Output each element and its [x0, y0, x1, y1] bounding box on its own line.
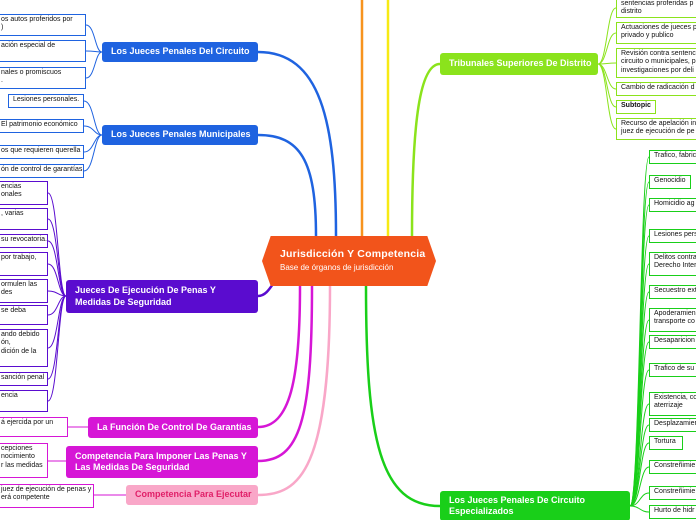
imponer-subtopic[interactable]: cepciones nocimiento r las medidas: [0, 443, 48, 478]
ejecucion-subtopic[interactable]: encia: [0, 390, 48, 412]
especializados-subtopic[interactable]: Desplazamien: [649, 418, 696, 432]
branch-municipales-label: Los Jueces Penales Municipales: [111, 129, 251, 140]
municipales-subtopic[interactable]: ón de control de garantías: [0, 164, 84, 178]
especializados-subtopic[interactable]: Genocidio: [649, 175, 691, 189]
circuito-subtopic[interactable]: ación especial de: [0, 40, 86, 62]
branch-imponer-label: Competencia Para Imponer Las Penas Y Las…: [75, 450, 247, 472]
especializados-subtopic[interactable]: Desaparicion: [649, 335, 696, 349]
branch-ejecucion-label: Jueces De Ejecución De Penas Y Medidas D…: [75, 285, 216, 307]
ejecucion-subtopic[interactable]: ando debido ón, dición de la: [0, 329, 48, 367]
tribunales-subtopic[interactable]: Recurso de apelación in juez de ejecució…: [616, 118, 696, 140]
branch-especializados-label: Los Jueces Penales De Circuito Especiali…: [449, 494, 586, 516]
tribunales-subtopic[interactable]: Subtopic: [616, 100, 656, 114]
branch-municipales-link: [256, 133, 318, 238]
branch-imponer[interactable]: Competencia Para Imponer Las Penas Y Las…: [66, 446, 258, 478]
branch-control-link: [256, 284, 302, 429]
circuito-subtopic[interactable]: os autos proferidos por ): [0, 14, 86, 36]
ejecucion-subtopic[interactable]: su revocatoria.: [0, 234, 48, 248]
leaf-link: [597, 7, 617, 65]
especializados-subtopic[interactable]: Constreñimie: [649, 486, 696, 500]
municipales-subtopic[interactable]: El patrimonio económico: [0, 119, 84, 133]
tribunales-subtopic[interactable]: Revisión contra sentenc circuito o munic…: [616, 48, 696, 78]
branch-municipales[interactable]: Los Jueces Penales Municipales: [102, 125, 258, 145]
especializados-subtopic[interactable]: Hurto de hidr: [649, 505, 696, 519]
ejecucion-subtopic[interactable]: por trabajo,: [0, 252, 48, 276]
especializados-subtopic[interactable]: Secuestro ext: [649, 285, 696, 299]
especializados-subtopic[interactable]: Apoderamien transporte co: [649, 308, 696, 332]
leaf-link: [597, 63, 617, 108]
branch-circuito[interactable]: Los Jueces Penales Del Circuito: [102, 42, 258, 62]
leaf-link: [629, 492, 650, 507]
branch-circuito-label: Los Jueces Penales Del Circuito: [111, 46, 250, 57]
municipales-subtopic[interactable]: Lesiones personales.: [8, 94, 84, 108]
branch-tribunales-link: [410, 62, 442, 238]
leaf-link: [47, 295, 67, 402]
leaf-link: [629, 369, 650, 507]
leaf-link: [47, 295, 67, 380]
branch-circuito-link: [256, 50, 338, 238]
especializados-subtopic[interactable]: Lesiones pers: [649, 229, 696, 243]
branch-control-label: La Función De Control De Garantías: [97, 421, 252, 432]
leaf-link: [83, 134, 103, 172]
control-subtopic[interactable]: á ejercida por un: [0, 417, 68, 437]
leaf-link: [597, 32, 617, 65]
branch-control[interactable]: La Función De Control De Garantías: [88, 417, 258, 438]
leaf-link: [83, 100, 103, 136]
ejecucion-subtopic[interactable]: ormulen las des: [0, 279, 48, 303]
leaf-link: [629, 505, 650, 513]
leaf-link: [629, 466, 650, 507]
tribunales-subtopic[interactable]: Cambio de radicación d: [616, 82, 696, 96]
leaf-link: [47, 263, 67, 297]
especializados-subtopic[interactable]: Trafico de su: [649, 363, 696, 377]
leaf-link: [85, 24, 103, 53]
ejecutar-subtopic[interactable]: juez de ejecución de penas y erá compete…: [0, 484, 94, 508]
municipales-subtopic[interactable]: os que requieren querella: [0, 145, 84, 159]
branch-tribunales[interactable]: Tribunales Superiores De Distrito: [440, 53, 598, 75]
branch-especializados[interactable]: Los Jueces Penales De Circuito Especiali…: [440, 491, 630, 520]
branch-ejecutar-link: [256, 284, 332, 497]
ejecucion-subtopic[interactable]: se deba: [0, 305, 48, 325]
branch-imponer-link: [256, 284, 314, 463]
leaf-link: [47, 218, 67, 297]
circuito-subtopic[interactable]: nales o promiscuos .: [0, 67, 86, 89]
central-topic-subtitle: Base de órganos de jurisdicción: [280, 263, 394, 272]
tribunales-subtopic[interactable]: sentencias proferidas p distrito: [616, 0, 696, 18]
especializados-subtopic[interactable]: Tortura: [649, 436, 683, 450]
especializados-subtopic[interactable]: Trafico, fabric: [649, 150, 696, 164]
leaf-link: [85, 51, 103, 79]
branch-especializados-link: [364, 284, 442, 508]
tribunales-subtopic[interactable]: Actuaciones de jueces p privado y public…: [616, 22, 696, 44]
leaf-link: [47, 192, 67, 297]
central-topic-title: Jurisdicción Y Competencia: [280, 248, 426, 260]
branch-ejecutar[interactable]: Competencia Para Ejecutar: [126, 485, 258, 505]
branch-tribunales-label: Tribunales Superiores De Distrito: [449, 58, 592, 69]
ejecucion-subtopic[interactable]: encias onales: [0, 181, 48, 205]
ejecucion-subtopic[interactable]: , varias: [0, 208, 48, 230]
especializados-subtopic[interactable]: Homicidio ag: [649, 198, 696, 212]
especializados-subtopic[interactable]: Existencia, co aterrizaje: [649, 392, 696, 416]
especializados-subtopic[interactable]: Constreñimie: [649, 460, 696, 474]
especializados-subtopic[interactable]: Delitos contra Derecho Intern: [649, 252, 696, 276]
leaf-link: [83, 125, 103, 136]
central-topic[interactable]: Jurisdicción Y Competencia Base de órgan…: [262, 236, 436, 286]
leaf-link: [597, 63, 617, 130]
branch-ejecutar-label: Competencia Para Ejecutar: [135, 489, 252, 500]
branch-ejecucion[interactable]: Jueces De Ejecución De Penas Y Medidas D…: [66, 280, 258, 313]
ejecucion-subtopic[interactable]: sanción penal: [0, 372, 48, 386]
